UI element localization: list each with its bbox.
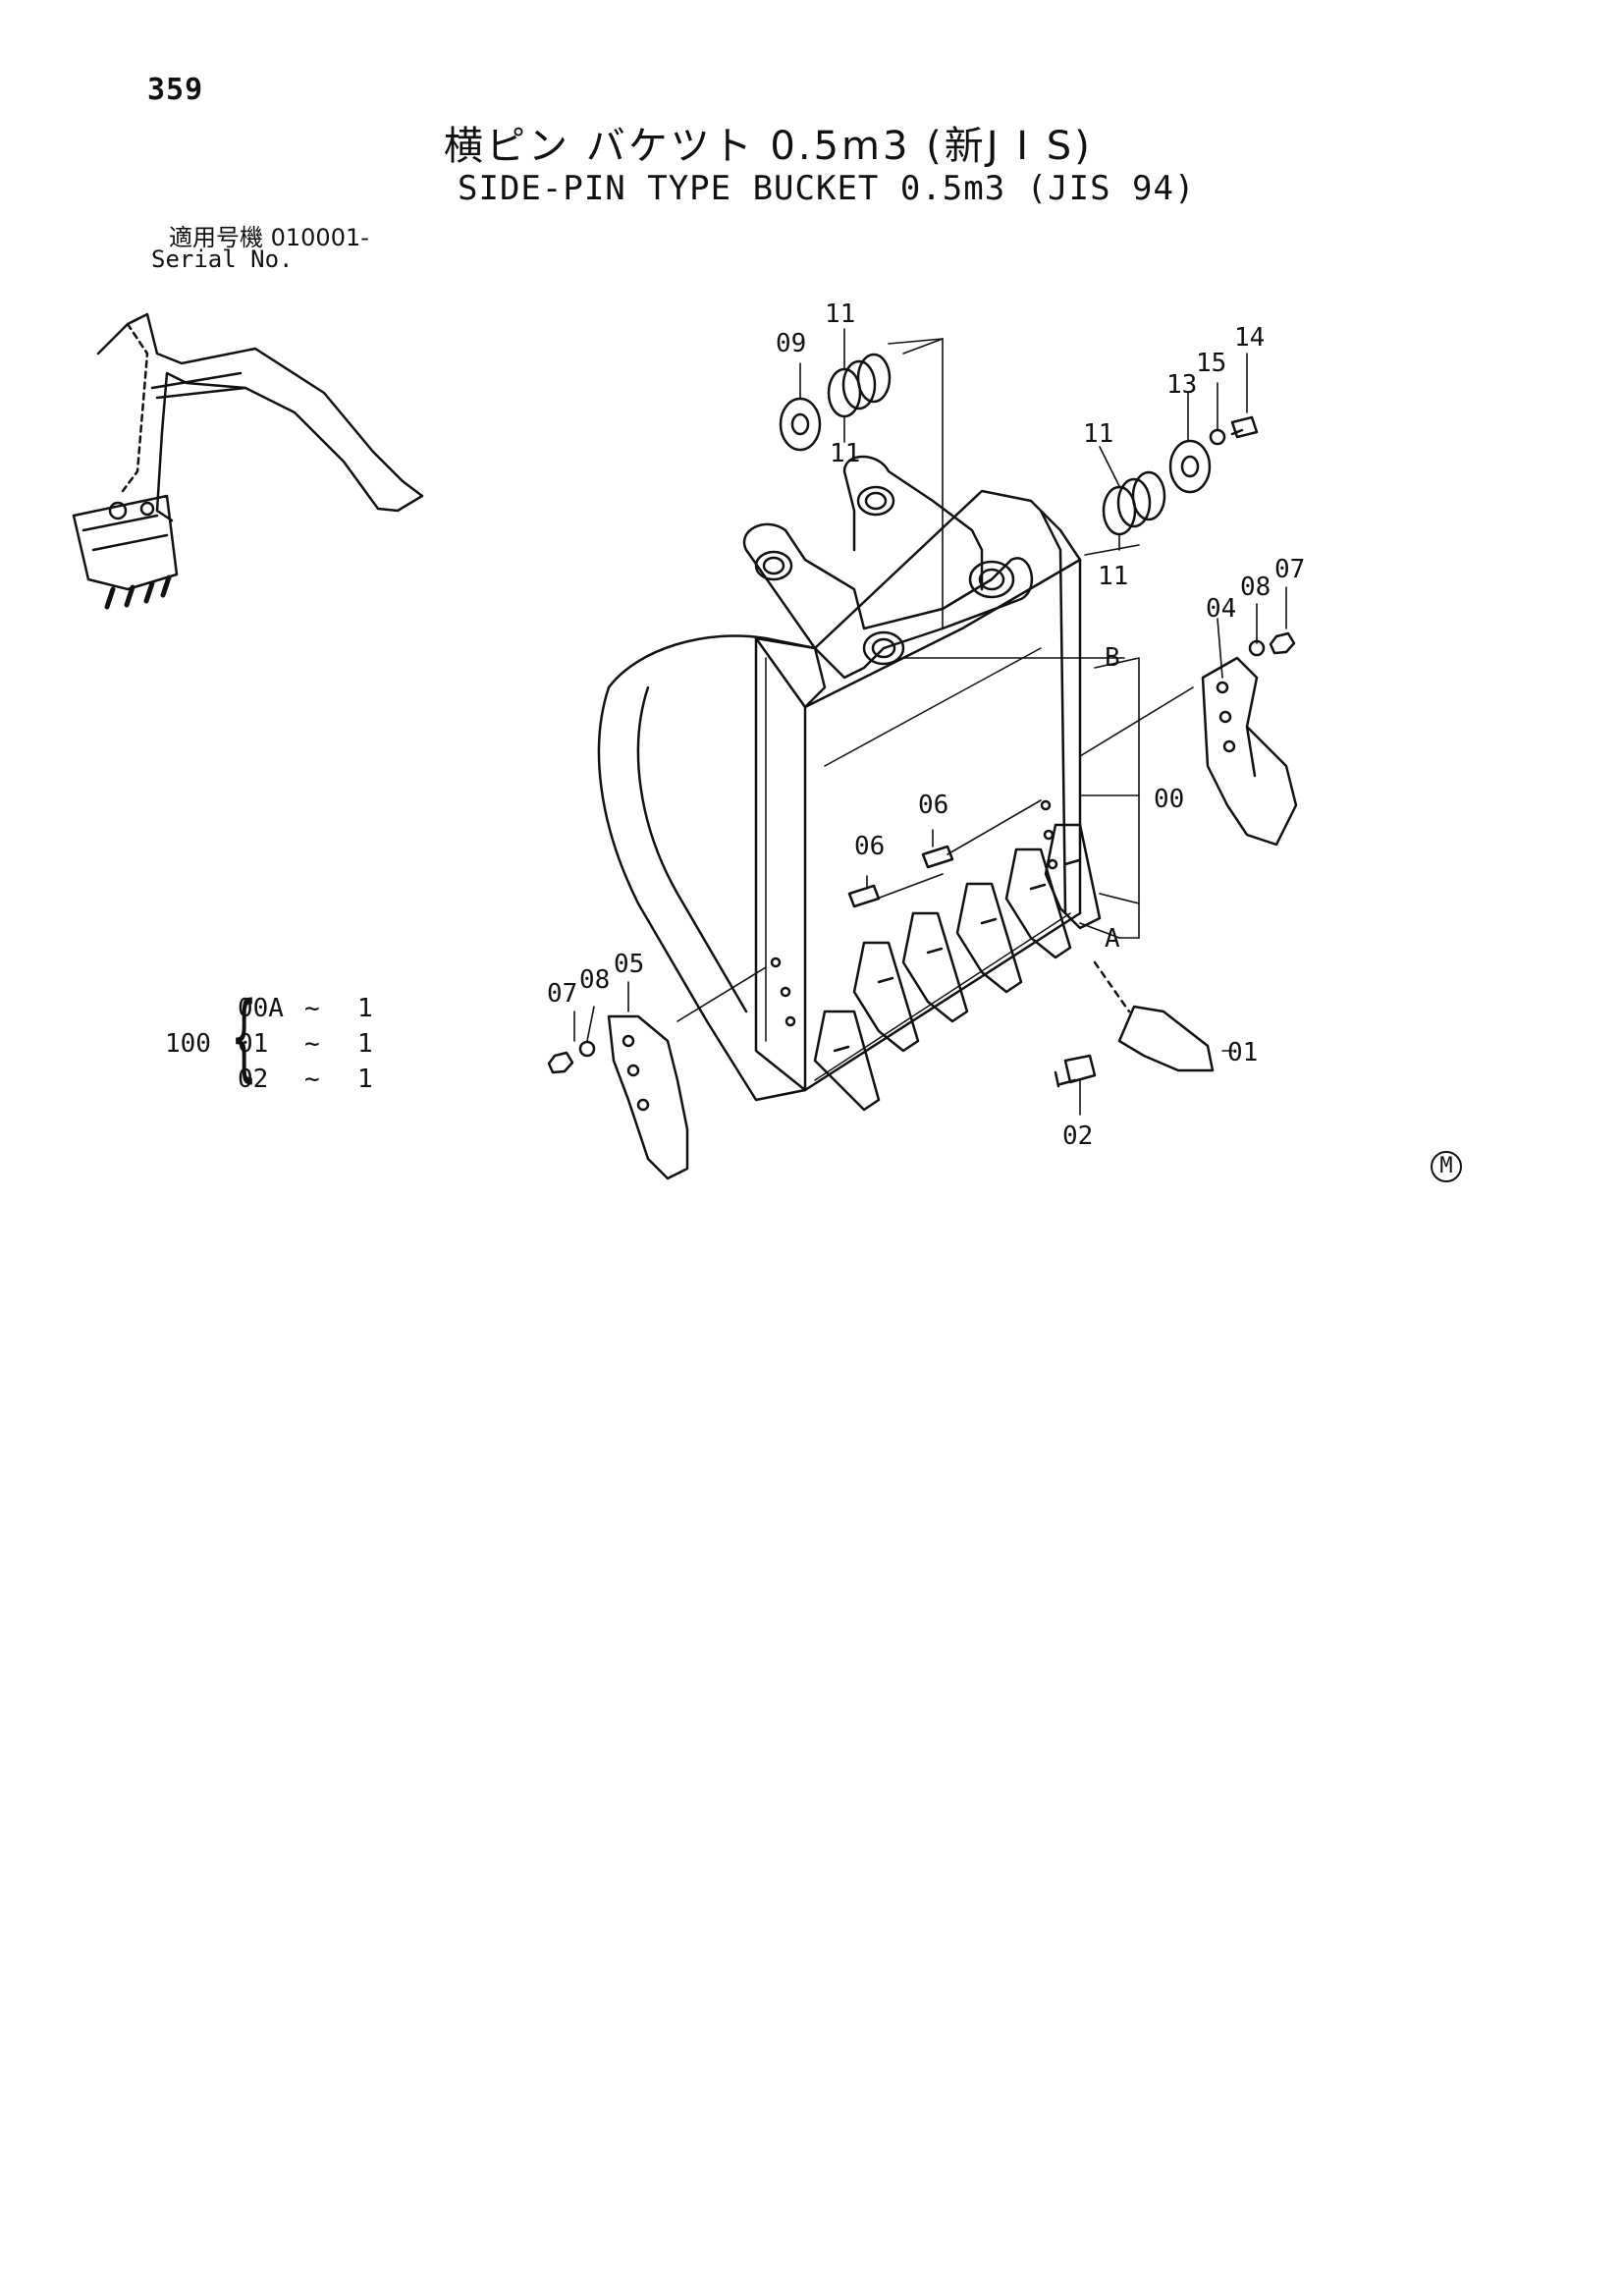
- callout-13: 13: [1166, 370, 1197, 400]
- bucket-teeth: [813, 823, 1102, 1112]
- serial-label-japanese: 適用号機 010001-: [169, 224, 369, 251]
- callout-06a: 06: [918, 791, 948, 820]
- serial-label-english: Serial No.: [151, 246, 294, 273]
- callout-14: 14: [1234, 323, 1265, 353]
- side-cutter-left: [607, 1014, 689, 1180]
- callout-11b: 11: [830, 439, 860, 468]
- callout-08a: 08: [1240, 573, 1271, 602]
- excavator-thumbnail: [72, 312, 424, 610]
- title-japanese: 横ピン バケツト 0.5m3 (新J I S): [444, 124, 1093, 169]
- callout-11c: 11: [1083, 419, 1113, 449]
- callout-11d: 11: [1098, 562, 1128, 591]
- callout-04: 04: [1206, 594, 1236, 624]
- page-number: 359: [147, 73, 204, 107]
- bucket-body: [597, 455, 1082, 1102]
- reference-a: A: [1105, 924, 1120, 954]
- assembly-code: 100: [165, 1029, 211, 1059]
- assembly-row: 01~1: [238, 1029, 373, 1059]
- callout-07b: 07: [547, 979, 577, 1009]
- callout-11a: 11: [825, 300, 855, 329]
- side-cutter-right: [1201, 656, 1298, 847]
- callout-02: 02: [1062, 1121, 1093, 1151]
- callout-07a: 07: [1274, 555, 1305, 584]
- callout-06b: 06: [854, 832, 885, 861]
- callout-09: 09: [776, 329, 806, 358]
- assembly-row: 00A~1: [238, 994, 373, 1023]
- callout-15: 15: [1196, 349, 1226, 378]
- title-english: SIDE-PIN TYPE BUCKET 0.5m3 (JIS 94): [458, 169, 1196, 208]
- callout-05: 05: [614, 950, 644, 979]
- leader-lines: [573, 328, 1287, 1116]
- callout-08b: 08: [579, 965, 610, 995]
- assembly-row: 02~1: [238, 1065, 373, 1094]
- reference-b: B: [1105, 643, 1120, 673]
- callout-01: 01: [1227, 1038, 1258, 1067]
- brace-icon: {: [230, 982, 258, 1092]
- callout-00: 00: [1154, 785, 1184, 814]
- loose-tooth-and-pin: [1054, 960, 1215, 1088]
- marker-m-icon: M: [1431, 1151, 1462, 1182]
